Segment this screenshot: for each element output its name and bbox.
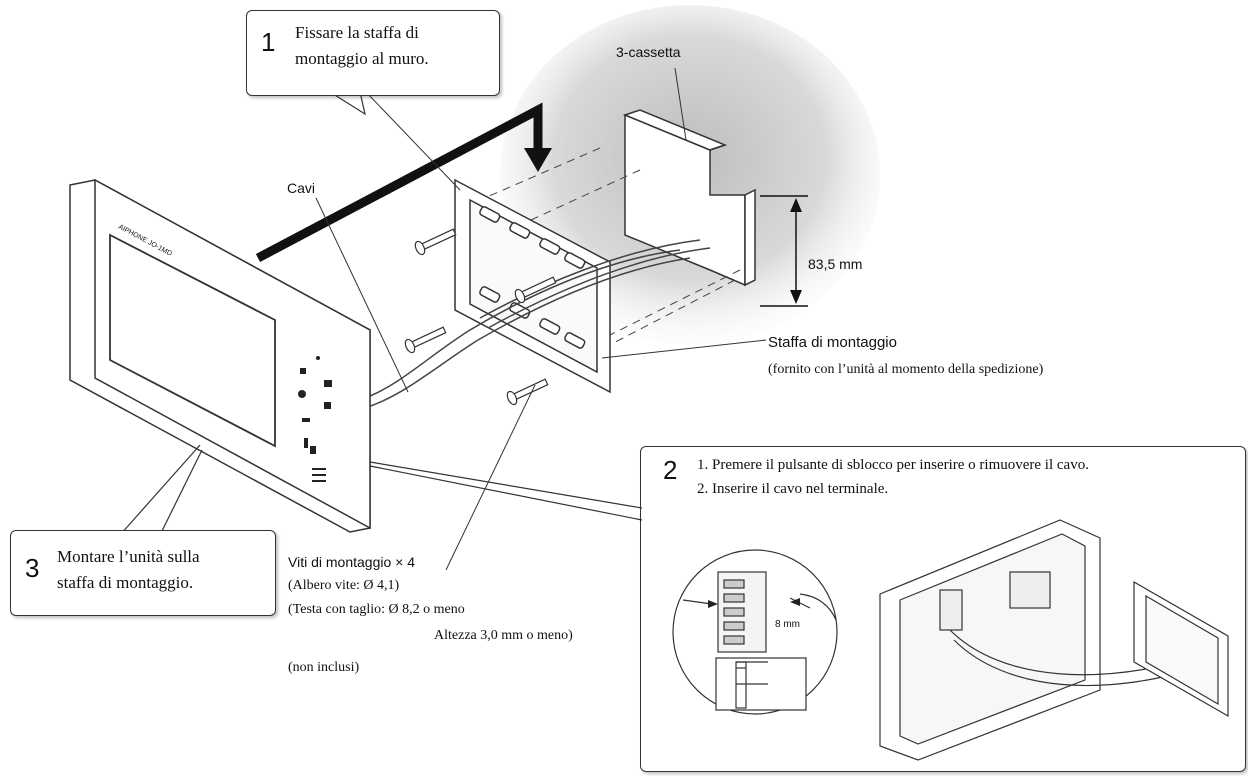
screws-height: Altezza 3,0 mm o meno) (434, 628, 573, 643)
cables-label: Cavi (287, 180, 316, 196)
step-3-number: 3 (25, 553, 40, 583)
leader-lines (315, 67, 767, 571)
callout2-pointer (369, 461, 643, 521)
step-2-number: 2 (663, 455, 678, 485)
step-2-text-line1: 1. Premere il pulsante di sblocco per in… (697, 457, 1089, 473)
callout-step-1: 1 Fissare la staffa di montaggio al muro… (246, 10, 500, 96)
wall-box (622, 109, 756, 287)
bracket-small (1133, 580, 1229, 718)
step-2-text-line2: 2. Inserire il cavo nel terminale. (697, 481, 889, 497)
install-arrow (255, 102, 543, 262)
box-label: 3-cassetta (616, 44, 681, 60)
screws-head: (Testa con taglio: Ø 8,2 o meno (288, 602, 465, 617)
screws-title: Viti di montaggio × 4 (288, 554, 415, 570)
callout3-pointer (119, 444, 203, 536)
screws (404, 228, 557, 406)
step-1-number: 1 (261, 27, 276, 57)
bracket-note: (fornito con l’unità al momento della sp… (768, 362, 1044, 377)
monitor-unit: AIPHONE JO-1MD (69, 178, 371, 533)
terminal-detail (672, 549, 838, 715)
screws-shaft: (Albero vite: Ø 4,1) (288, 578, 400, 593)
projection-lines (479, 147, 741, 351)
callout-step-2: 2 1. Premere il pulsante di sblocco per … (640, 446, 1246, 772)
step-1-text-line1: Fissare la staffa di (295, 23, 419, 42)
step-3-text-line2: staffa di montaggio. (57, 573, 194, 592)
dimension-label: 83,5 mm (808, 256, 863, 272)
strip-length-label: 8 mm (775, 619, 800, 630)
monitor-back (879, 519, 1223, 761)
step-3-text-line1: Montare l’unità sulla (57, 547, 200, 566)
cables (364, 239, 711, 409)
dimension-marker (760, 195, 808, 307)
not-included-note: (non inclusi) (288, 660, 360, 675)
arrow-head (524, 148, 552, 172)
bracket-title: Staffa di montaggio (768, 334, 897, 351)
step-1-text-line2: montaggio al muro. (295, 49, 429, 68)
callout-step-3: 3 Montare l’unità sulla staffa di montag… (10, 530, 276, 616)
